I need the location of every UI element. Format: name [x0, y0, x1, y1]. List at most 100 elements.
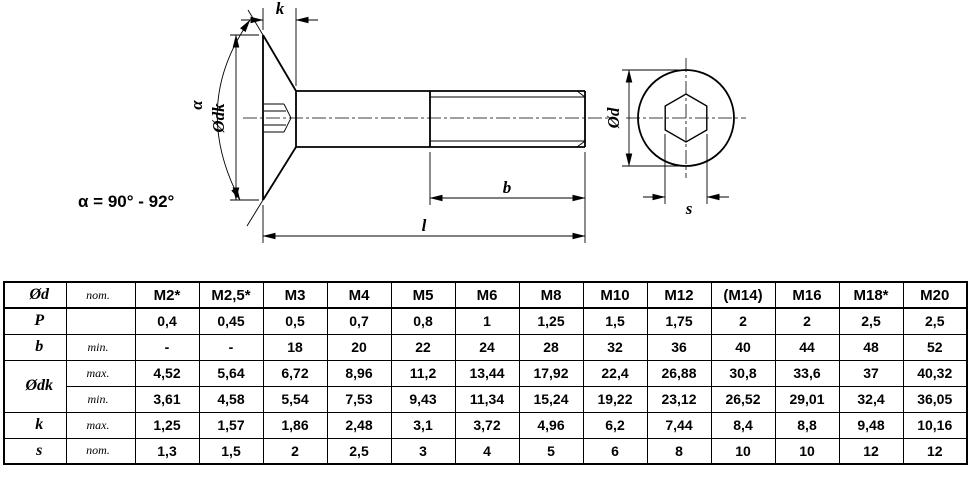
value-cell: 23,12 [646, 385, 712, 413]
size-header-cell: M8 [518, 281, 584, 309]
value-cell: 1,57 [198, 411, 264, 439]
value-cell: 10 [710, 437, 776, 465]
value-cell: 40,32 [902, 359, 968, 387]
value-cell: 3,72 [454, 411, 520, 439]
head-circle [637, 69, 735, 167]
row-qualifier [65, 307, 136, 335]
value-cell: 15,24 [518, 385, 584, 413]
value-cell: 26,88 [646, 359, 712, 387]
size-header-cell: M6 [454, 281, 520, 309]
value-cell: 7,44 [646, 411, 712, 439]
value-cell: 12 [838, 437, 904, 465]
size-header-cell: M2* [134, 281, 200, 309]
value-cell: 5 [518, 437, 584, 465]
value-cell: 1,5 [198, 437, 264, 465]
value-cell: 2,48 [326, 411, 392, 439]
size-header-cell: M5 [390, 281, 456, 309]
value-cell: 22,4 [582, 359, 648, 387]
value-cell: 0,5 [262, 307, 328, 335]
value-cell: 0,8 [390, 307, 456, 335]
value-cell: 11,2 [390, 359, 456, 387]
row-qualifier: min. [65, 333, 136, 361]
value-cell: 2,5 [902, 307, 968, 335]
value-cell: 4 [454, 437, 520, 465]
dim-b: b [429, 152, 586, 205]
hex-socket-outline [664, 93, 708, 143]
value-cell: 3 [390, 437, 456, 465]
value-cell: 2 [262, 437, 328, 465]
dim-k: k [241, 0, 318, 86]
alpha-note: α = 90° - 92° [78, 192, 175, 211]
value-cell: 32 [582, 333, 648, 361]
row-qualifier: max. [65, 411, 136, 439]
row-qualifier: max. [65, 359, 136, 387]
row-symbol: k [3, 411, 67, 439]
value-cell: 2,5 [838, 307, 904, 335]
value-cell: 30,8 [710, 359, 776, 387]
value-cell: 4,58 [198, 385, 264, 413]
value-cell: 19,22 [582, 385, 648, 413]
size-header-cell: M12 [646, 281, 712, 309]
value-cell: 1,86 [262, 411, 328, 439]
value-cell: 4,96 [518, 411, 584, 439]
s-label: s [685, 199, 693, 218]
value-cell: 1,25 [518, 307, 584, 335]
value-cell: 10 [774, 437, 840, 465]
value-cell: 5,64 [198, 359, 264, 387]
value-cell: 44 [774, 333, 840, 361]
value-cell: 8,8 [774, 411, 840, 439]
size-header-cell: M4 [326, 281, 392, 309]
value-cell: - [134, 333, 200, 361]
value-cell: 33,6 [774, 359, 840, 387]
value-cell: 29,01 [774, 385, 840, 413]
screw-drawing-svg: α Ødk k b [78, 0, 746, 243]
value-cell: 7,53 [326, 385, 392, 413]
value-cell: 18 [262, 333, 328, 361]
dim-d: Ød [604, 69, 680, 167]
value-cell: 11,34 [454, 385, 520, 413]
row-symbol: Ød [3, 281, 67, 309]
dim-l: l [262, 152, 586, 243]
value-cell: 1 [454, 307, 520, 335]
dim-s: s [643, 134, 729, 218]
size-header-cell: M16 [774, 281, 840, 309]
dk-label: Ødk [209, 103, 228, 134]
thread-lines [430, 90, 586, 148]
row-symbol: s [3, 437, 67, 465]
value-cell: 5,54 [262, 385, 328, 413]
row-symbol: P [3, 307, 67, 335]
size-header-cell: M20 [902, 281, 968, 309]
size-header-cell: M18* [838, 281, 904, 309]
value-cell: 3,61 [134, 385, 200, 413]
size-header-cell: (M14) [710, 281, 776, 309]
value-cell: 1,75 [646, 307, 712, 335]
value-cell: 2 [710, 307, 776, 335]
alpha-label: α [187, 100, 206, 110]
value-cell: 1,25 [134, 411, 200, 439]
l-label: l [422, 216, 427, 235]
screw-side-view [262, 34, 586, 201]
row-symbol: Ødk [3, 359, 67, 413]
value-cell: 6,2 [582, 411, 648, 439]
value-cell: 1,5 [582, 307, 648, 335]
value-cell: 9,48 [838, 411, 904, 439]
technical-drawing: α Ødk k b [78, 0, 746, 243]
value-cell: 32,4 [838, 385, 904, 413]
row-qualifier: min. [65, 385, 136, 413]
value-cell: 28 [518, 333, 584, 361]
value-cell: 36,05 [902, 385, 968, 413]
value-cell: 17,92 [518, 359, 584, 387]
row-qualifier: nom. [65, 281, 136, 309]
value-cell: 3,1 [390, 411, 456, 439]
value-cell: 8,96 [326, 359, 392, 387]
value-cell: 52 [902, 333, 968, 361]
size-header-cell: M10 [582, 281, 648, 309]
b-label: b [503, 178, 512, 197]
